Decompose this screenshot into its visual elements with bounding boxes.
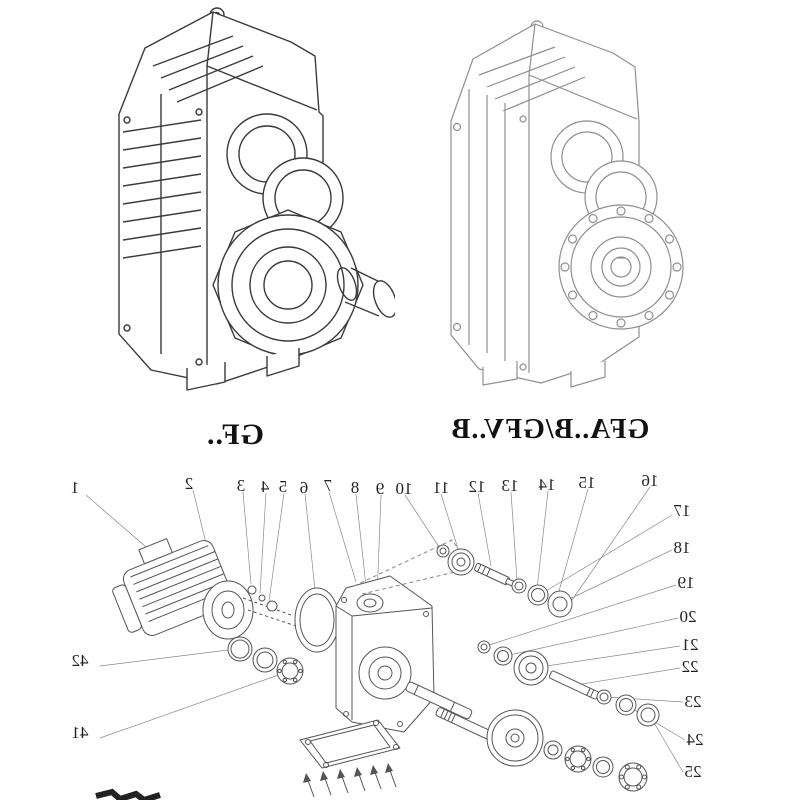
exploded-view-art xyxy=(85,486,686,800)
callout-22: 22 xyxy=(681,657,699,676)
callout-7: 7 xyxy=(323,476,333,495)
top-cooling-fins xyxy=(478,46,586,112)
side-cooling-fins xyxy=(122,119,202,259)
callout-24: 24 xyxy=(686,730,704,749)
foot xyxy=(482,361,518,386)
callout-9: 9 xyxy=(375,479,385,498)
callout-12: 12 xyxy=(468,477,486,496)
input-gear-set xyxy=(436,544,573,618)
foot xyxy=(186,362,226,391)
intermediate-gear-set xyxy=(477,640,660,727)
callout-20: 20 xyxy=(679,607,697,626)
callout-11: 11 xyxy=(432,478,450,497)
callout-15: 15 xyxy=(578,473,596,492)
callout-6: 6 xyxy=(299,478,309,497)
callout-21: 21 xyxy=(681,635,699,654)
callout-2: 2 xyxy=(184,474,194,493)
cropped-edge-mark xyxy=(95,788,161,800)
callout-8: 8 xyxy=(350,478,360,497)
callout-42: 42 xyxy=(71,651,89,670)
bolt-flange xyxy=(558,204,684,330)
exploded-view xyxy=(0,470,800,800)
output-shaft xyxy=(372,280,395,318)
bolt-arrows xyxy=(303,763,397,798)
callout-23: 23 xyxy=(684,692,702,711)
cover-gasket xyxy=(299,719,401,769)
callout-14: 14 xyxy=(538,475,556,494)
gearbox-flange-art xyxy=(450,20,684,388)
callout-16: 16 xyxy=(641,471,659,490)
o-ring xyxy=(294,587,340,653)
output-shafts xyxy=(405,681,495,741)
model-label-gfa-gfv: GFA..B/GFV..B xyxy=(450,414,650,445)
leader-lines xyxy=(85,486,686,773)
bolt xyxy=(247,585,257,595)
top-cooling-fins xyxy=(152,35,264,103)
model-label-gf: GF.. xyxy=(206,418,264,451)
gearbox-flange-drawing xyxy=(425,15,705,400)
callout-13: 13 xyxy=(501,476,519,495)
callout-3: 3 xyxy=(236,476,246,495)
washer xyxy=(266,600,278,612)
callout-25: 25 xyxy=(684,762,702,781)
motor xyxy=(112,538,254,640)
callout-1: 1 xyxy=(70,478,80,497)
callout-41: 41 xyxy=(71,723,89,742)
gear-housing xyxy=(335,575,435,733)
callout-10: 10 xyxy=(395,479,413,498)
output-gear-set xyxy=(486,709,648,792)
foot xyxy=(266,348,300,377)
side-ribs xyxy=(468,89,506,361)
left-rings-bearing xyxy=(227,636,304,685)
gearbox-solid-shaft-drawing xyxy=(95,2,395,407)
callout-17: 17 xyxy=(673,501,691,520)
gearbox-solid-shaft-art xyxy=(118,7,395,391)
foot xyxy=(570,361,606,388)
callout-19: 19 xyxy=(677,573,695,592)
washer xyxy=(258,594,266,602)
callout-18: 18 xyxy=(673,538,691,557)
